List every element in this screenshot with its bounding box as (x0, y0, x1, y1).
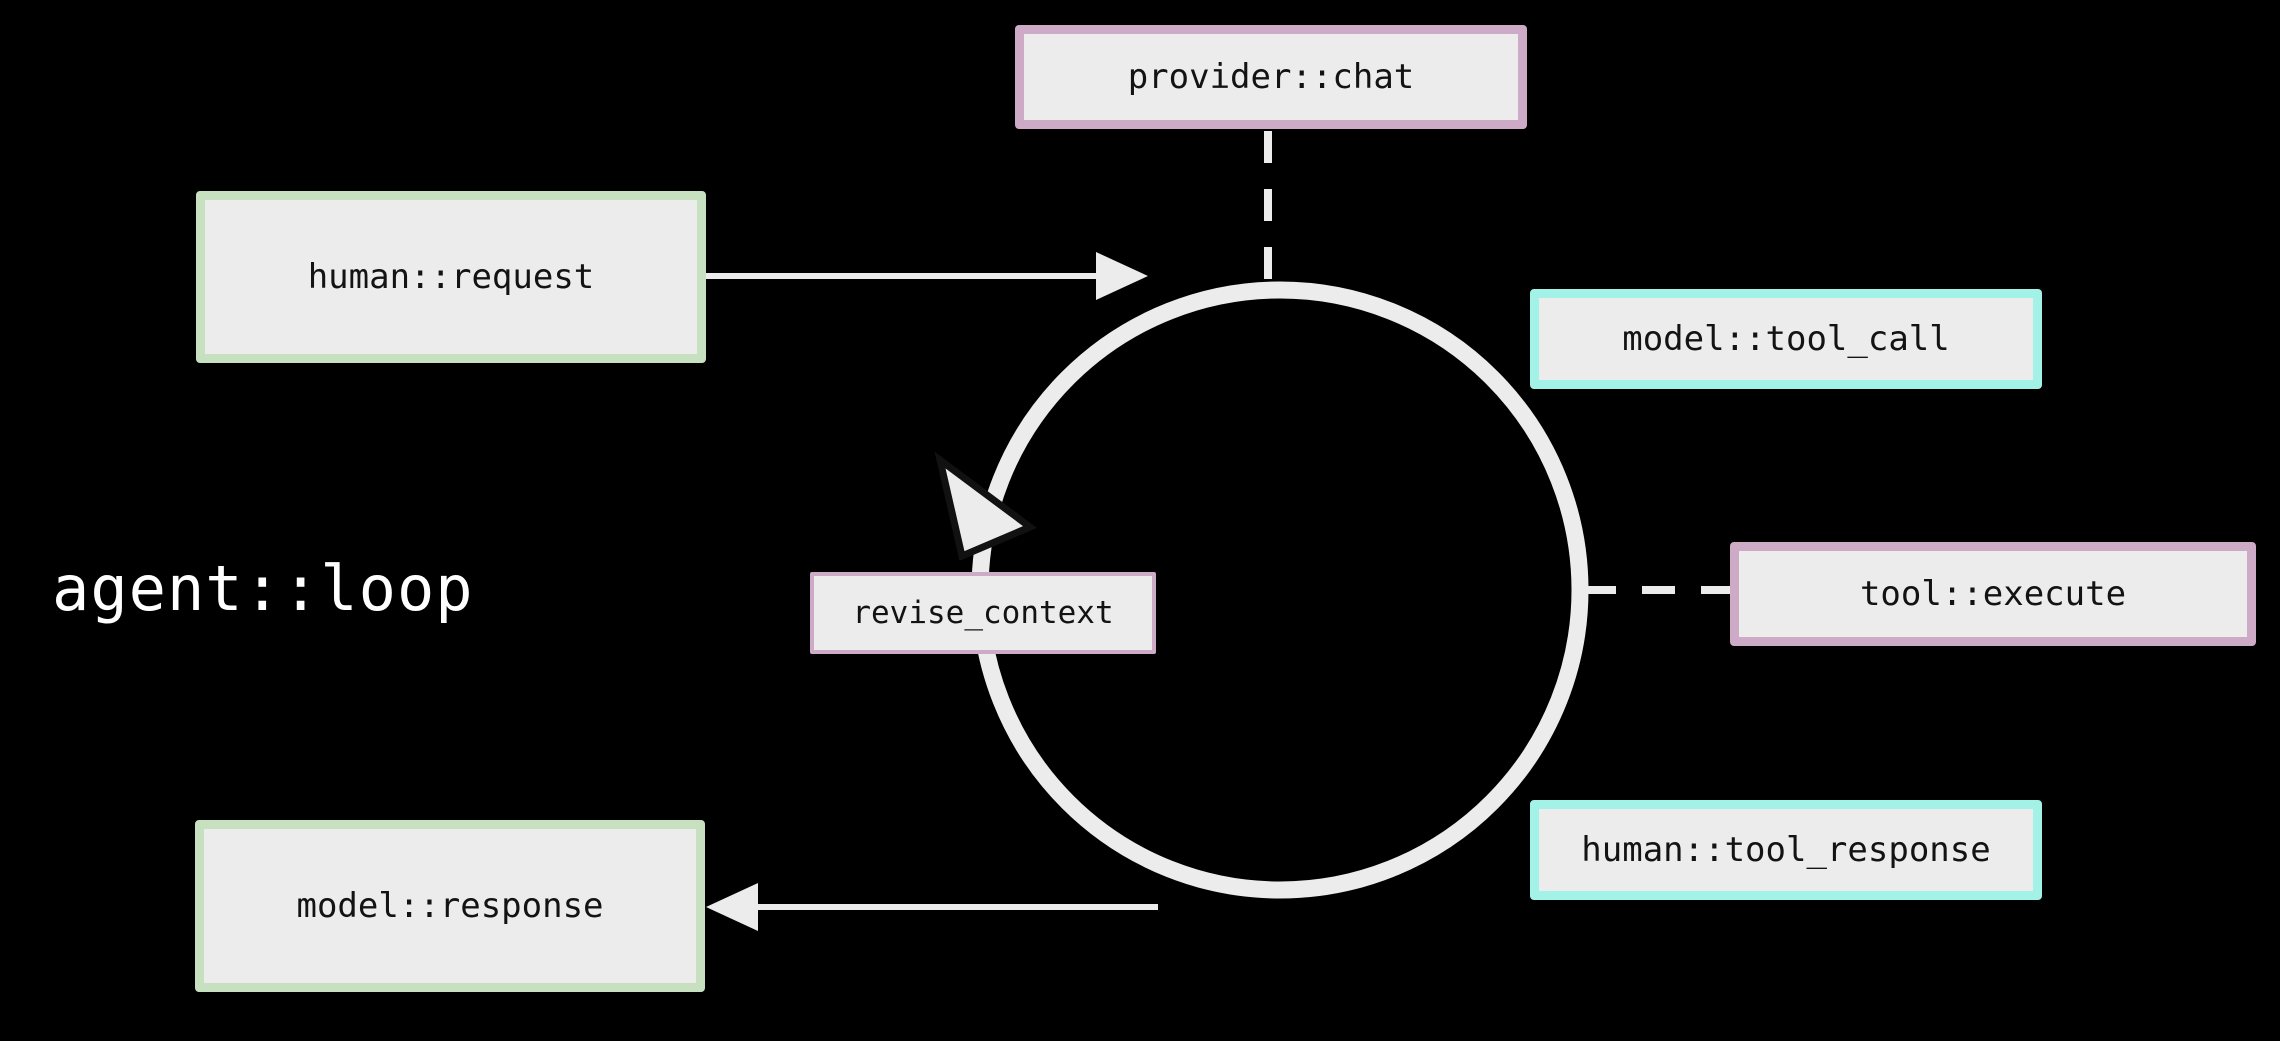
edge-request-to-loop-arrowhead (1096, 252, 1148, 300)
node-human-request-label: human::request (307, 257, 595, 297)
node-provider-chat[interactable]: provider::chat (1015, 25, 1527, 129)
node-revise-context[interactable]: revise_context (810, 572, 1156, 654)
loop-direction-arrowhead (934, 451, 1037, 561)
node-tool-execute[interactable]: tool::execute (1730, 542, 2256, 646)
edge-request-to-loop (706, 252, 1148, 300)
edge-loop-to-response-arrowhead (706, 883, 758, 931)
node-provider-chat-label: provider::chat (1127, 57, 1415, 97)
node-model-response[interactable]: model::response (195, 820, 705, 992)
node-human-tool-response-label: human::tool_response (1581, 830, 1991, 870)
node-tool-execute-label: tool::execute (1859, 574, 2127, 614)
node-model-response-label: model::response (296, 886, 604, 926)
agent-loop-title: agent::loop (52, 552, 474, 625)
node-human-request[interactable]: human::request (196, 191, 706, 363)
edge-loop-to-response (706, 883, 1158, 931)
node-model-tool-call[interactable]: model::tool_call (1530, 289, 2042, 389)
node-model-tool-call-label: model::tool_call (1622, 319, 1950, 359)
node-human-tool-response[interactable]: human::tool_response (1530, 800, 2042, 900)
node-revise-context-label: revise_context (852, 594, 1114, 631)
